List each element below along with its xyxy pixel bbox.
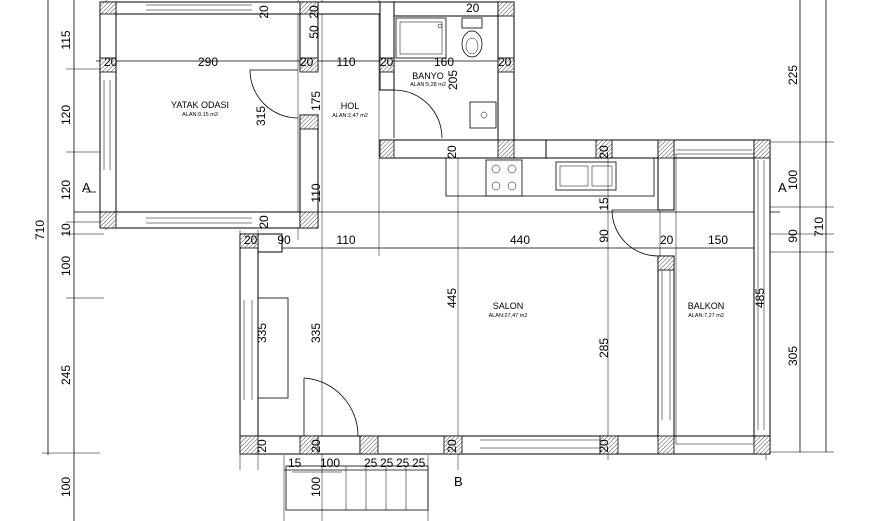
dim-bot-20a: 20: [255, 439, 269, 453]
dim-mid-20a: 20: [244, 233, 258, 247]
room-labels: YATAK ODASI ALAN:9,15 m2 HOL ALAN:2,47 m…: [171, 71, 724, 319]
dimension-labels: 710 115 120 120 10 100 245 100 225 100 9…: [33, 1, 826, 497]
room-area-banyo: ALAN:5,28 m2: [410, 82, 446, 88]
dim-bot-v100: 100: [309, 477, 323, 497]
room-name-salon: SALON: [493, 301, 524, 311]
dim-left-120b: 120: [59, 180, 73, 200]
dim-left-total: 710: [33, 220, 47, 240]
dim-mid-20e: 20: [257, 215, 271, 229]
dim-left-10: 10: [59, 223, 73, 237]
dim-top-290: 290: [198, 55, 218, 69]
room-name-balkon: BALKON: [688, 301, 725, 311]
dim-v-485: 485: [753, 288, 767, 308]
room-area-salon: ALAN:27,47 m2: [489, 313, 528, 319]
doors: [249, 69, 659, 437]
dim-left-100: 100: [59, 256, 73, 276]
section-markers: A A B: [82, 180, 787, 489]
dim-bot-20b: 20: [309, 439, 323, 453]
room-area-hol: ALAN:2,47 m2: [332, 113, 368, 119]
dim-mid-110: 110: [336, 233, 355, 247]
dim-bot-20d: 20: [597, 439, 611, 453]
dim-mid-440: 440: [510, 233, 530, 247]
dim-bot-25d: 25: [412, 456, 426, 470]
dim-mid-20c: 20: [445, 145, 459, 159]
dim-left-100b: 100: [59, 477, 73, 497]
dim-bot-100: 100: [320, 456, 340, 470]
dim-mid-20d: 20: [597, 145, 611, 159]
dim-right-305: 305: [786, 346, 800, 366]
dim-right-90: 90: [786, 229, 800, 243]
dim-v-110: 110: [309, 183, 323, 202]
dim-right-total: 710: [812, 217, 826, 237]
dim-bot-25b: 25: [380, 456, 394, 470]
dim-v-315: 315: [254, 106, 268, 126]
dim-bot-20c: 20: [445, 439, 459, 453]
section-a-left-label: A: [82, 180, 91, 195]
dim-bot-25a: 25: [364, 456, 378, 470]
dim-mid-15: 15: [597, 197, 611, 211]
dim-v-175: 175: [309, 91, 323, 111]
fixtures: [285, 17, 755, 511]
dim-top-20b: 20: [300, 55, 314, 69]
dim-top-20f: 20: [307, 5, 321, 19]
dim-bot-25c: 25: [396, 456, 410, 470]
dim-right-100: 100: [786, 170, 800, 190]
dim-top-20d: 20: [498, 55, 512, 69]
dim-left-115: 115: [59, 30, 73, 49]
dim-left-120a: 120: [59, 105, 73, 125]
dim-v-335a: 335: [255, 323, 269, 343]
dim-top-20c: 20: [380, 55, 394, 69]
dim-v-445: 445: [445, 288, 459, 308]
dim-v-335b: 335: [309, 323, 323, 343]
dim-mid-150: 150: [708, 233, 728, 247]
room-name-yatak: YATAK ODASI: [171, 100, 229, 110]
dim-top-20e: 20: [257, 5, 271, 19]
dim-right-225: 225: [786, 65, 800, 85]
dim-top-110: 110: [336, 55, 355, 69]
dim-top-20a: 20: [104, 55, 118, 69]
dim-v-285: 285: [597, 338, 611, 358]
dim-top-160: 160: [434, 55, 454, 69]
room-name-hol: HOL: [341, 101, 360, 111]
dim-mid-90b: 90: [597, 229, 611, 243]
section-a-right-label: A: [778, 180, 787, 195]
dim-bot-15: 15: [288, 456, 302, 470]
dim-v-205: 205: [446, 70, 460, 90]
section-b-label: B: [454, 474, 463, 489]
dim-left-245: 245: [59, 365, 73, 385]
dim-top-20g: 20: [466, 1, 480, 15]
walls: [99, 1, 771, 455]
dim-top-50: 50: [307, 25, 321, 39]
room-name-banyo: BANYO: [412, 71, 444, 81]
dim-mid-20b: 20: [660, 233, 674, 247]
room-area-yatak: ALAN:9,15 m2: [182, 112, 218, 118]
room-area-balkon: ALAN:7,27 m2: [688, 313, 724, 319]
dim-mid-90: 90: [277, 233, 291, 247]
